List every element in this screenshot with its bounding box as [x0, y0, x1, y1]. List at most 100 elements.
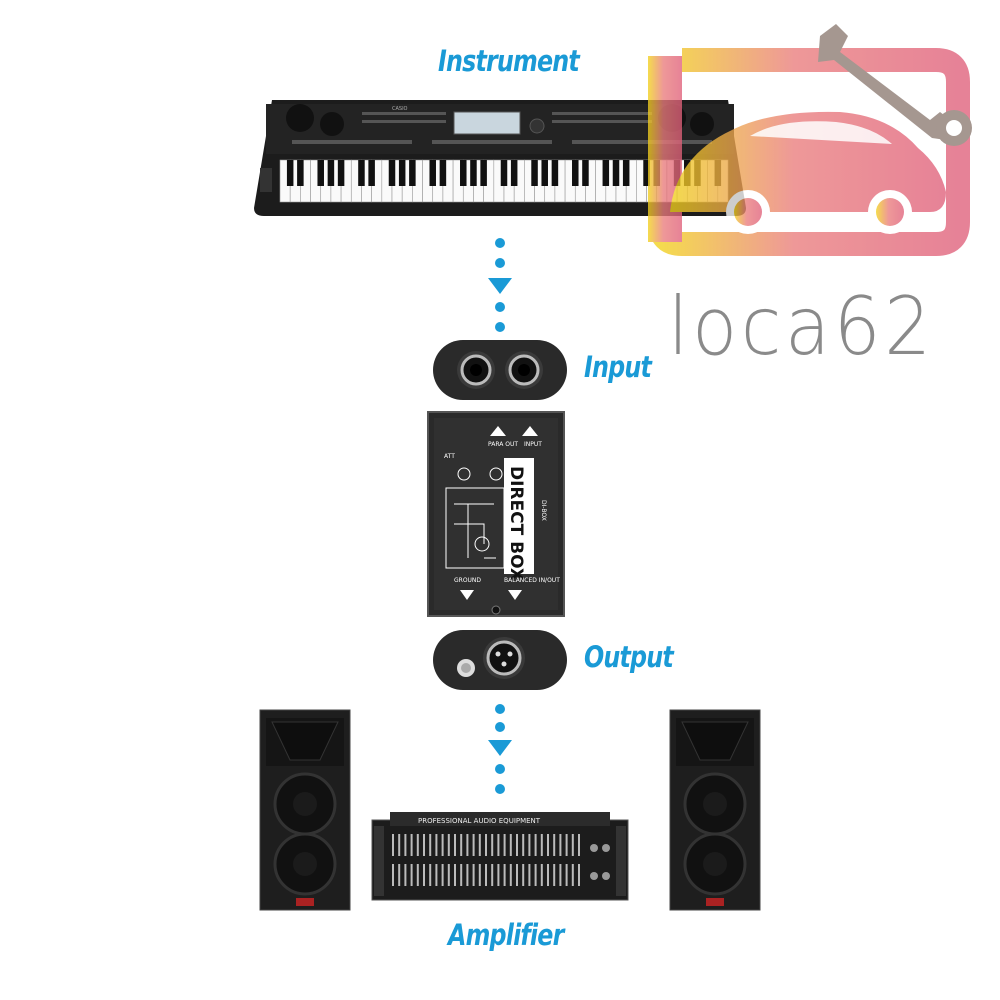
- eq-slider: [473, 864, 475, 886]
- rack-title: PROFESSIONAL AUDIO EQUIPMENT: [418, 817, 541, 825]
- flow-dot: [495, 784, 505, 794]
- flow-dot: [495, 322, 505, 332]
- eq-slider: [510, 864, 512, 886]
- eq-slider: [572, 864, 574, 886]
- eq-slider: [454, 864, 456, 886]
- flow-dot: [495, 302, 505, 312]
- arrow-down-icon: [488, 278, 512, 294]
- flow-dot: [495, 704, 505, 714]
- flow-dot: [495, 764, 505, 774]
- black-key: [389, 160, 396, 186]
- black-key: [297, 160, 304, 186]
- eq-slider: [442, 834, 444, 856]
- eq-slider: [398, 834, 400, 856]
- black-key: [511, 160, 518, 186]
- dibox-model: DI-BOX: [540, 500, 547, 521]
- eq-slider: [504, 834, 506, 856]
- black-key: [613, 160, 620, 186]
- black-key: [368, 160, 375, 186]
- eq-slider: [566, 834, 568, 856]
- amplifier-rack-image: PROFESSIONAL AUDIO EQUIPMENT: [370, 810, 630, 902]
- eq-slider: [479, 864, 481, 886]
- eq-slider: [528, 834, 530, 856]
- input-label: Input: [584, 350, 651, 384]
- eq-slider: [516, 834, 518, 856]
- black-key: [470, 160, 477, 186]
- eq-slider: [466, 864, 468, 886]
- eq-slider: [460, 834, 462, 856]
- eq-slider: [473, 834, 475, 856]
- black-key: [480, 160, 487, 186]
- eq-slider: [504, 864, 506, 886]
- black-key: [399, 160, 406, 186]
- eq-slider: [435, 834, 437, 856]
- eq-slider: [423, 834, 425, 856]
- eq-slider: [547, 864, 549, 886]
- flow-dot: [495, 258, 505, 268]
- output-label: Output: [584, 640, 673, 674]
- flow-dot: [495, 722, 505, 732]
- dibox-title: DIRECT BOX: [506, 466, 526, 581]
- eq-slider: [510, 834, 512, 856]
- eq-slider: [522, 834, 524, 856]
- eq-slider: [429, 864, 431, 886]
- keyboard-brand: CASIO: [392, 106, 408, 112]
- watermark-text: loca62: [668, 280, 935, 373]
- eq-slider: [429, 834, 431, 856]
- dibox-att: ATT: [444, 453, 455, 460]
- eq-slider: [417, 864, 419, 886]
- dibox-balanced: BALANCED IN/OUT: [504, 577, 560, 584]
- dibox-ground: GROUND: [454, 577, 481, 584]
- eq-slider: [479, 834, 481, 856]
- dibox-input: INPUT: [524, 441, 542, 448]
- eq-slider: [435, 864, 437, 886]
- eq-slider: [417, 834, 419, 856]
- black-key: [541, 160, 548, 186]
- eq-slider: [491, 864, 493, 886]
- input-panel-image: [432, 338, 568, 402]
- eq-slider: [535, 834, 537, 856]
- black-key: [603, 160, 610, 186]
- black-key: [429, 160, 436, 186]
- eq-slider: [411, 834, 413, 856]
- eq-slider: [485, 834, 487, 856]
- arrow-down-icon: [488, 740, 512, 756]
- eq-slider: [497, 834, 499, 856]
- eq-slider: [559, 864, 561, 886]
- direct-box-image: PARA OUT INPUT ATT DIRECT BOX DI-BOX GRO…: [424, 408, 568, 620]
- eq-slider: [442, 864, 444, 886]
- black-key: [328, 160, 335, 186]
- black-key: [338, 160, 345, 186]
- eq-slider: [559, 834, 561, 856]
- eq-slider: [578, 834, 580, 856]
- eq-slider: [497, 864, 499, 886]
- eq-slider: [528, 864, 530, 886]
- black-key: [623, 160, 630, 186]
- right-speaker-image: [668, 708, 762, 912]
- black-key: [501, 160, 508, 186]
- eq-slider: [398, 864, 400, 886]
- eq-slider: [404, 834, 406, 856]
- dibox-para-out: PARA OUT: [488, 441, 518, 448]
- black-key: [552, 160, 559, 186]
- eq-slider: [572, 834, 574, 856]
- eq-slider: [454, 834, 456, 856]
- eq-slider: [553, 864, 555, 886]
- black-key: [572, 160, 579, 186]
- black-key: [440, 160, 447, 186]
- eq-slider: [448, 834, 450, 856]
- eq-slider: [423, 864, 425, 886]
- eq-slider: [578, 864, 580, 886]
- eq-slider: [516, 864, 518, 886]
- flow-dot: [495, 238, 505, 248]
- eq-slider: [547, 834, 549, 856]
- black-key: [531, 160, 538, 186]
- eq-slider: [392, 834, 394, 856]
- black-key: [582, 160, 589, 186]
- eq-slider: [460, 864, 462, 886]
- output-panel-image: [432, 628, 568, 692]
- left-speaker-image: [258, 708, 352, 912]
- eq-slider: [541, 834, 543, 856]
- black-key: [287, 160, 294, 186]
- eq-slider: [541, 864, 543, 886]
